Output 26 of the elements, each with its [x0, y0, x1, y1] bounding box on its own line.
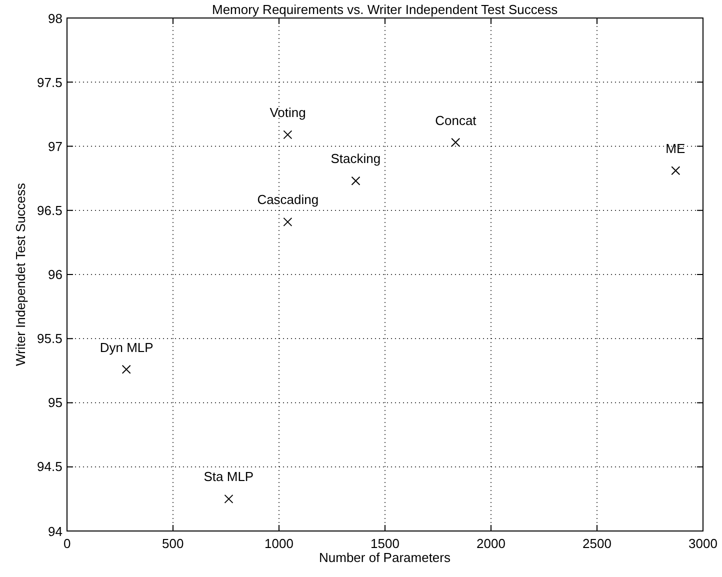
tick-label: 500 — [162, 536, 184, 550]
point-label: Cascading — [257, 192, 319, 208]
tick-label: 3000 — [688, 536, 718, 550]
axis-label: Writer Independet Test Success — [12, 182, 28, 366]
point-label: Concat — [435, 112, 476, 128]
tick-label: 1000 — [264, 536, 294, 550]
tick-label: 94 — [48, 524, 62, 538]
point-label: Stacking — [330, 151, 381, 166]
tick-label: 2000 — [476, 536, 506, 550]
tick-label: 96 — [48, 267, 62, 282]
tick-label: 2500 — [582, 536, 612, 550]
tick-label: 97 — [48, 138, 62, 154]
chart-title: Memory Requirements vs. Writer Independent Test Success — [212, 2, 558, 16]
tick-label: 97.5 — [37, 74, 62, 90]
tick-label: 94.5 — [37, 459, 62, 474]
tick-label: 1500 — [370, 536, 400, 550]
tick-label: 96.5 — [37, 202, 62, 218]
point-label: Sta MLP — [204, 469, 254, 484]
tick-label: 95.5 — [37, 331, 62, 346]
point-label: ME — [666, 141, 686, 156]
axis-label: Number of Parameters — [319, 550, 450, 564]
tick-label: 0 — [64, 536, 71, 550]
tick-label: 95 — [48, 395, 62, 410]
tick-label: 98 — [48, 10, 62, 26]
point-label: Dyn MLP — [100, 340, 154, 355]
point-label: Voting — [270, 105, 306, 120]
